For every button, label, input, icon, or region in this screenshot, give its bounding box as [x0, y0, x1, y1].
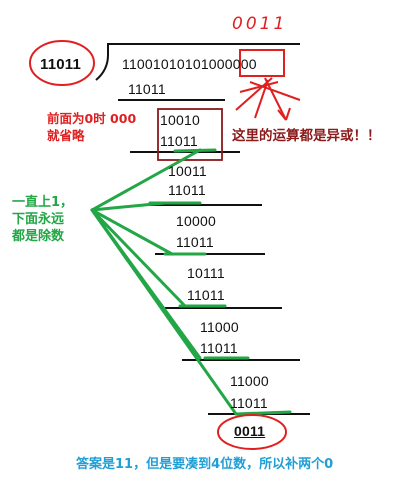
green-fan [90, 148, 292, 416]
dividend-appended-zeros: 0000 [224, 56, 257, 72]
step-remainder-5: 11000 [200, 319, 239, 335]
final-remainder: 0011 [234, 423, 266, 439]
note-green-line-2: 下面永远 [12, 211, 65, 227]
scribble-arrow [235, 77, 301, 121]
step-remainder-1: 10010 [160, 112, 200, 128]
note-green-line-1: 一直上1， [12, 195, 74, 210]
step-remainder-3: 10000 [176, 213, 216, 229]
division-bracket [95, 43, 300, 81]
note-green: 一直上1， 下面永远 都是除数 [12, 195, 73, 246]
first-step-box [157, 108, 223, 161]
divisor: 11011 [40, 56, 82, 73]
zeros-box [239, 49, 285, 77]
note-xor: 这里的运算都是异或！！ [232, 128, 381, 144]
step-subtrahend-7: 11011 [230, 395, 268, 411]
step-subtrahend-1: 11011 [128, 81, 166, 97]
step-remainder-2: 10011 [168, 163, 207, 179]
step-remainder-6: 11000 [230, 373, 269, 389]
quotient-annotation: 0011 [232, 14, 288, 34]
note-leading-zero: 前面为0时 000 [47, 111, 137, 126]
step-subtrahend-5: 11011 [187, 287, 225, 303]
dividend-main: 1100101010100 [122, 56, 225, 72]
step-remainder-4: 10111 [187, 265, 225, 281]
note-answer: 答案是11，但是要凑到4位数，所以补两个0 [76, 457, 334, 472]
note-green-line-3: 都是除数 [12, 228, 65, 244]
remainder-circle [217, 414, 287, 450]
step-subtrahend-4: 11011 [176, 234, 214, 250]
rule-lines [118, 99, 310, 415]
step-subtrahend-3: 11011 [168, 182, 206, 198]
step-subtrahend-6: 11011 [200, 340, 238, 356]
step-subtrahend-2: 11011 [160, 133, 198, 149]
divisor-circle [29, 40, 95, 86]
dividend: 11001010101000000 [122, 57, 257, 71]
note-leading-zero-text: 前面为0时 000 [47, 111, 137, 126]
note-omit: 就省略 [47, 128, 85, 143]
